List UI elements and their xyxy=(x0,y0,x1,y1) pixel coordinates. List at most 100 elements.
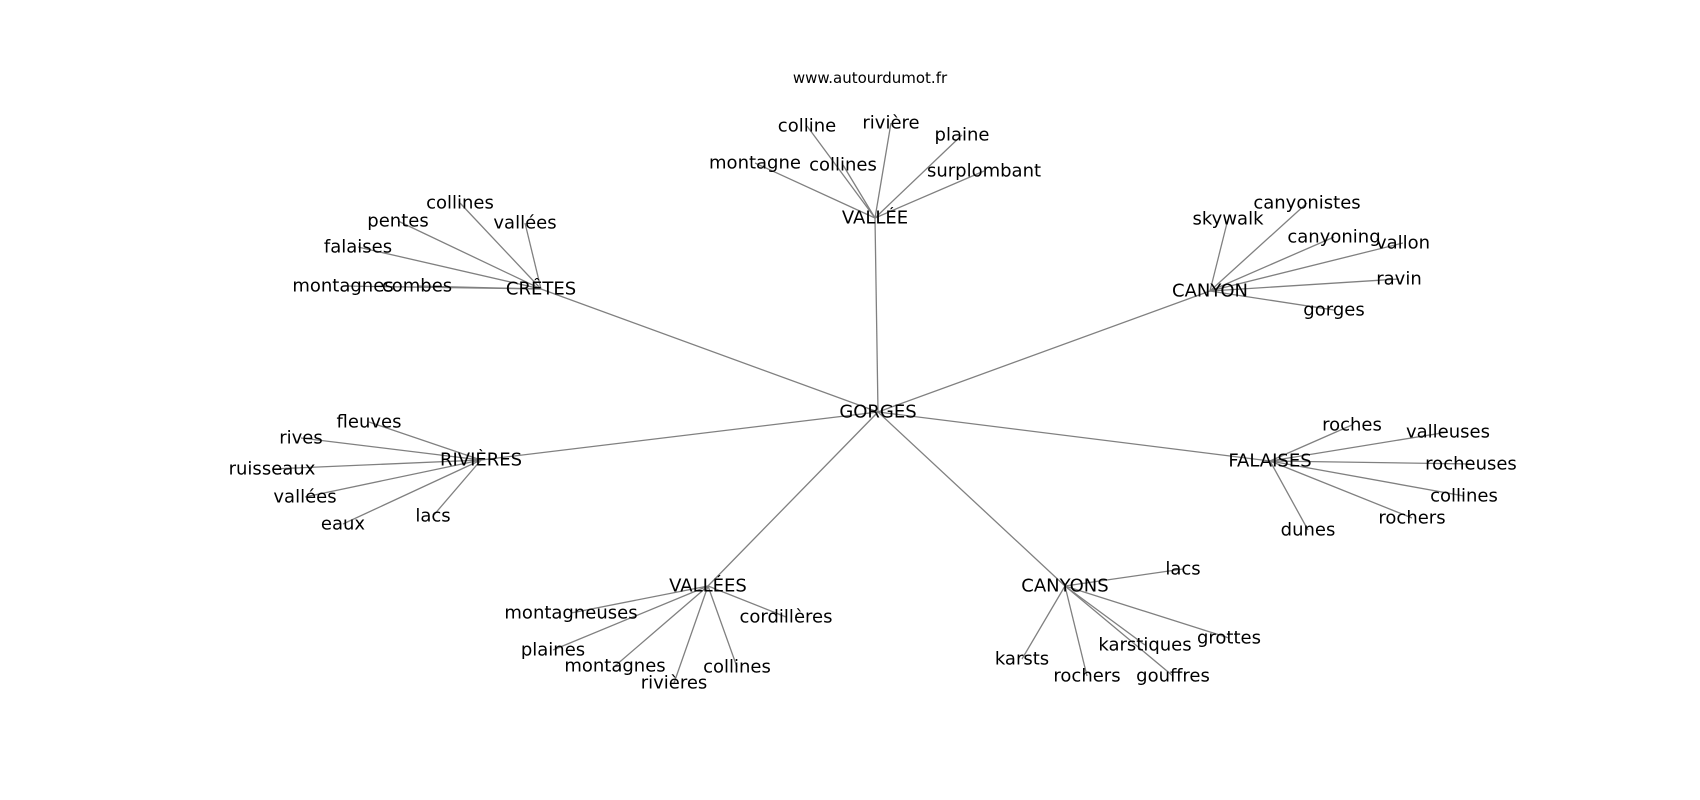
leaf-node-label: fleuves xyxy=(337,412,402,433)
source-label: www.autourdumot.fr xyxy=(793,69,948,87)
edge-center-to-hub xyxy=(877,411,1066,587)
edge-hub-to-leaf xyxy=(1209,218,1229,292)
leaf-node-label: lacs xyxy=(1165,559,1200,580)
edge-hub-to-leaf xyxy=(1209,236,1335,292)
edge-hub-to-leaf xyxy=(1209,290,1335,311)
leaf-node-label: canyonistes xyxy=(1253,193,1360,214)
edge-hub-to-leaf xyxy=(1064,568,1184,587)
leaf-node-label: vallées xyxy=(273,487,336,508)
hub-node-label: CRÊTES xyxy=(506,278,576,300)
leaf-node-label: karsts xyxy=(995,649,1049,670)
edge-hub-to-leaf xyxy=(459,202,542,290)
leaf-node-label: plaines xyxy=(521,640,585,661)
edge-hub-to-leaf xyxy=(1269,460,1472,465)
leaf-node-label: rivière xyxy=(862,113,919,134)
edge-hub-to-leaf xyxy=(1269,460,1465,497)
edge-hub-to-leaf xyxy=(1021,585,1066,660)
edge-hub-to-leaf xyxy=(806,125,876,219)
hub-node-label: CANYONS xyxy=(1021,576,1108,597)
leaf-node-label: rochers xyxy=(1053,666,1120,687)
leaf-node-label: vallon xyxy=(1376,233,1430,254)
leaf-node-label: vallées xyxy=(493,213,556,234)
leaf-node-label: combes xyxy=(382,276,452,297)
leaf-node-label: rivières xyxy=(641,673,708,694)
leaf-node-label: collines xyxy=(703,657,771,678)
edge-hub-to-leaf xyxy=(342,459,482,525)
edge-hub-to-leaf xyxy=(368,421,482,461)
edge-center-to-hub xyxy=(874,217,879,413)
hub-node-label: FALAISES xyxy=(1228,451,1311,472)
center-node-label: GORGES xyxy=(839,402,916,423)
edge-hub-to-leaf xyxy=(1269,424,1353,462)
edge-hub-to-leaf xyxy=(357,246,542,290)
hub-node-label: CANYON xyxy=(1172,281,1248,302)
edge-hub-to-leaf xyxy=(524,222,542,290)
hub-node-label: VALLÉES xyxy=(669,575,747,597)
edge-center-to-hub xyxy=(877,411,1271,462)
edge-hub-to-leaf xyxy=(432,459,482,517)
leaf-node-label: collines xyxy=(809,155,877,176)
leaf-node-label: montagne xyxy=(709,153,801,174)
edge-hub-to-leaf xyxy=(1269,460,1309,531)
leaf-node-label: rocheuses xyxy=(1425,454,1517,475)
leaf-node-label: roches xyxy=(1322,415,1382,436)
leaf-node-label: falaises xyxy=(324,237,392,258)
leaf-node-label: gorges xyxy=(1303,300,1364,321)
leaf-node-label: skywalk xyxy=(1193,209,1265,230)
edge-hub-to-leaf xyxy=(614,585,709,667)
edge-hub-to-leaf xyxy=(1269,460,1413,519)
leaf-node-label: montagnes xyxy=(292,276,393,297)
leaf-node-label: rives xyxy=(279,428,323,449)
leaf-node-label: montagnes xyxy=(564,656,665,677)
edge-hub-to-leaf xyxy=(1064,585,1174,677)
edge-hub-to-leaf xyxy=(397,220,542,290)
edge-hub-to-leaf xyxy=(874,134,963,219)
leaf-node-label: dunes xyxy=(1281,520,1336,541)
edge-hub-to-leaf xyxy=(707,585,787,618)
edge-hub-to-leaf xyxy=(1064,585,1230,639)
edge-hub-to-leaf xyxy=(707,585,738,668)
edge-hub-to-leaf xyxy=(552,585,709,651)
edge-center-to-hub xyxy=(480,411,879,461)
graph-edges xyxy=(271,122,1472,684)
edge-hub-to-leaf xyxy=(1064,585,1146,646)
edge-hub-to-leaf xyxy=(842,164,876,219)
edge-hub-to-leaf xyxy=(416,285,542,290)
edge-hub-to-leaf xyxy=(304,459,482,498)
edge-hub-to-leaf xyxy=(1269,431,1449,462)
edge-hub-to-leaf xyxy=(271,459,482,470)
leaf-node-label: lacs xyxy=(415,506,450,527)
leaf-node-label: valleuses xyxy=(1406,422,1490,443)
leaf-node-label: collines xyxy=(426,193,494,214)
edge-hub-to-leaf xyxy=(1209,242,1404,292)
leaf-node-label: montagneuses xyxy=(504,603,637,624)
leaf-node-label: ravin xyxy=(1376,269,1422,290)
edge-center-to-hub xyxy=(707,411,879,587)
leaf-node-label: collines xyxy=(1430,486,1498,507)
hub-node-label: RIVIÈRES xyxy=(440,449,522,471)
edge-hub-to-leaf xyxy=(874,122,892,219)
leaf-node-label: colline xyxy=(778,116,836,137)
edge-hub-to-leaf xyxy=(1064,585,1088,677)
leaf-node-label: gouffres xyxy=(1136,666,1210,687)
leaf-node-label: karstiques xyxy=(1098,635,1191,656)
edge-hub-to-leaf xyxy=(570,585,709,614)
leaf-node-label: pentes xyxy=(367,211,428,232)
leaf-node-label: rochers xyxy=(1378,508,1445,529)
edge-center-to-hub xyxy=(540,288,879,413)
edge-hub-to-leaf xyxy=(754,162,876,219)
hub-node-label: VALLÉE xyxy=(842,207,908,229)
edge-hub-to-leaf xyxy=(1209,278,1400,292)
leaf-node-label: grottes xyxy=(1197,628,1261,649)
leaf-node-label: canyoning xyxy=(1287,227,1380,248)
leaf-node-label: ruisseaux xyxy=(229,459,316,480)
edge-hub-to-leaf xyxy=(300,437,482,461)
edge-hub-to-leaf xyxy=(874,170,985,219)
leaf-node-label: plaine xyxy=(935,125,990,146)
graph-labels: GORGES VALLÉE colline rivière plaine montagne… xyxy=(229,113,1517,694)
leaf-node-label: eaux xyxy=(321,514,366,535)
leaf-node-label: cordillères xyxy=(740,607,833,628)
edge-hub-to-leaf xyxy=(1209,202,1308,292)
edge-hub-to-leaf xyxy=(673,585,709,684)
